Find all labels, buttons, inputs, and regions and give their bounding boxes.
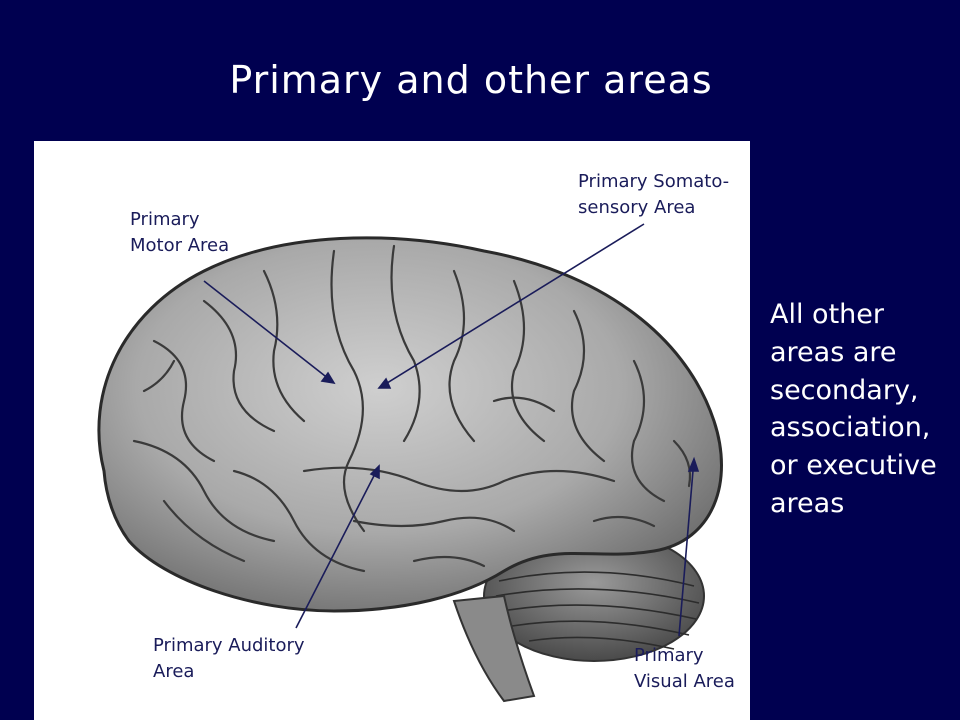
- label-somato-line-1: Primary Somato-: [578, 171, 730, 192]
- label-visual-line-1: Primary: [634, 645, 704, 666]
- label-auditory-line-1: Primary Auditory: [153, 635, 305, 656]
- side-note-line-5: or executive: [770, 450, 937, 482]
- side-note-line-1: All other: [770, 299, 884, 330]
- label-primary-motor-area: Primary Motor Area: [130, 207, 229, 259]
- label-motor-line-1: Primary: [130, 209, 200, 230]
- brain-illustration-icon: [97, 223, 723, 703]
- side-note-line-3: secondary,: [770, 374, 919, 406]
- label-auditory-line-2: Area: [153, 661, 195, 683]
- label-motor-line-2: Motor Area: [130, 235, 230, 257]
- label-primary-auditory-area: Primary Auditory Area: [153, 633, 305, 685]
- side-note-line-6: areas: [770, 487, 845, 519]
- brain-figure-panel: Primary Motor Area Primary Somato- senso…: [34, 141, 750, 720]
- side-note-line-4: association,: [770, 412, 931, 444]
- side-note-line-2: areas are: [770, 336, 897, 368]
- label-primary-visual-area: Primary Visual Area: [634, 643, 735, 695]
- label-somato-line-2: sensory Area: [578, 197, 696, 219]
- label-primary-somatosensory-area: Primary Somato- sensory Area: [578, 169, 729, 221]
- side-note: All other areas are secondary, associati…: [770, 296, 937, 523]
- slide-title: Primary and other areas: [229, 58, 713, 102]
- label-visual-line-2: Visual Area: [634, 671, 735, 693]
